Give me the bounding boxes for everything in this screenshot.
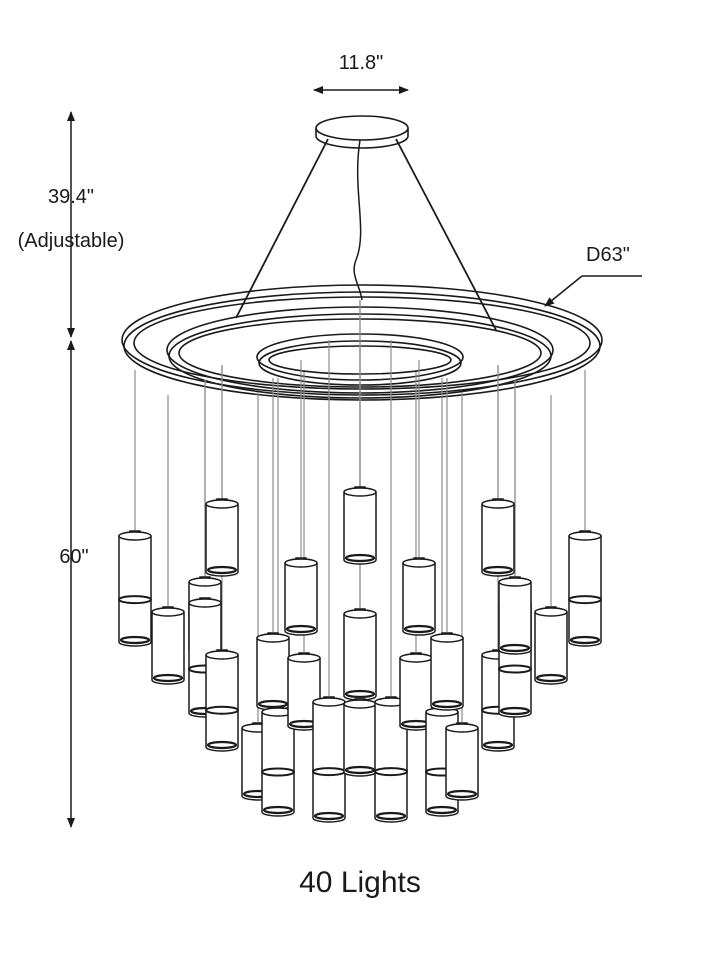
pendant-light xyxy=(151,606,185,685)
ring-frames xyxy=(121,284,603,401)
pendant-light xyxy=(445,722,479,801)
ceiling-canopy xyxy=(315,115,409,149)
power-cord xyxy=(353,139,363,301)
pendant-light xyxy=(261,706,295,817)
pendant-light xyxy=(481,498,515,577)
cable-adjustable-note: (Adjustable) xyxy=(17,230,125,252)
pendant-light xyxy=(343,486,377,565)
pendant-light xyxy=(256,632,290,711)
pendant-light xyxy=(284,557,318,636)
pendant-light xyxy=(498,576,532,655)
pendant-light xyxy=(402,557,436,636)
pendant-light xyxy=(287,652,321,731)
pendant-light xyxy=(205,649,239,752)
canopy-width-label: 11.8" xyxy=(338,52,384,74)
pendant-light xyxy=(343,698,377,777)
pendant-light xyxy=(343,608,377,701)
pendant-light xyxy=(374,696,408,823)
pendant-lights xyxy=(118,486,602,823)
drop-height-label: 60" xyxy=(59,546,89,568)
diameter-leader xyxy=(544,275,642,307)
pendant-light xyxy=(534,606,568,685)
pendant-light xyxy=(430,632,464,711)
pendant-light xyxy=(312,696,346,823)
diameter-label: D63" xyxy=(586,244,630,266)
pendant-light xyxy=(118,530,152,647)
outer-ring xyxy=(121,284,603,401)
pendant-light xyxy=(205,498,239,577)
pendant-light xyxy=(568,530,602,647)
light-count-caption: 40 Lights xyxy=(299,866,421,899)
cable-length-label: 39.4" xyxy=(47,186,95,208)
